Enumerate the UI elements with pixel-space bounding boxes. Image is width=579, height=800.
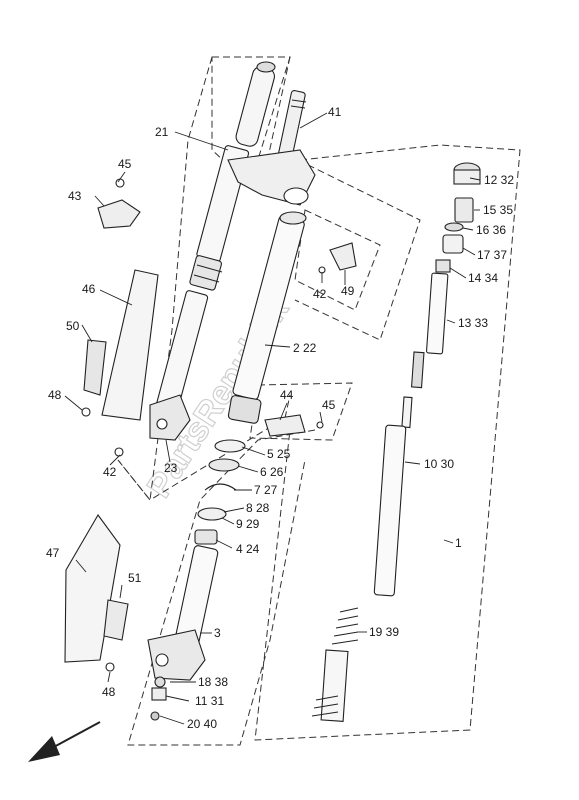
callout-10: 10 30 [424, 457, 454, 471]
group-box-bracket [294, 209, 381, 311]
callout-8: 8 28 [246, 501, 270, 515]
callout-47: 47 [46, 546, 60, 560]
callout-48-lower: 48 [102, 685, 116, 699]
callout-7: 7 27 [254, 483, 278, 497]
leader-lines [64, 112, 481, 725]
callout-17: 17 37 [477, 248, 507, 262]
callout-43: 43 [68, 189, 82, 203]
callout-18: 18 38 [198, 675, 228, 689]
callout-19: 19 39 [369, 625, 399, 639]
callout-5: 5 25 [267, 447, 291, 461]
callout-23: 23 [164, 461, 178, 475]
callout-15: 15 35 [483, 203, 513, 217]
group-box-left-bottom [117, 394, 291, 501]
callout-1: 1 [455, 536, 462, 550]
callout-14: 14 34 [468, 271, 498, 285]
steering-stem [227, 90, 316, 206]
callout-13: 13 33 [458, 316, 488, 330]
group-box-inner-tube [294, 159, 421, 341]
callout-44: 44 [280, 388, 294, 402]
callout-48-upper: 48 [48, 388, 62, 402]
callout-45-lower: 45 [322, 398, 336, 412]
callout-49: 49 [341, 284, 355, 298]
callout-41: 41 [328, 105, 342, 119]
fork-guards [64, 178, 357, 672]
callout-4: 4 24 [236, 542, 260, 556]
callout-11: 11 31 [195, 694, 224, 708]
callout-50: 50 [66, 319, 80, 333]
callout-6: 6 26 [260, 465, 284, 479]
callout-labels: 1 2 22 3 4 24 5 25 6 26 7 27 8 28 9 29 1… [46, 105, 514, 731]
seal-stack [194, 439, 246, 545]
group-box-cartridge [254, 144, 521, 741]
callout-45-upper: 45 [118, 157, 132, 171]
front-arrow-icon [28, 721, 101, 762]
callout-46: 46 [82, 282, 96, 296]
callout-21: 21 [155, 125, 169, 139]
callout-20: 20 40 [187, 717, 217, 731]
callout-3: 3 [214, 626, 221, 640]
callout-51: 51 [128, 571, 142, 585]
inner-tube [227, 211, 307, 424]
callout-42-upper: 42 [313, 287, 327, 301]
callout-12: 12 32 [484, 173, 514, 187]
callout-9: 9 29 [236, 517, 260, 531]
cartridge-parts [311, 162, 481, 722]
callout-42-lower: 42 [103, 465, 117, 479]
lower-leg [147, 545, 219, 721]
callout-2: 2 22 [293, 341, 317, 355]
callout-16: 16 36 [476, 223, 506, 237]
group-box-lower-leg [127, 429, 316, 746]
